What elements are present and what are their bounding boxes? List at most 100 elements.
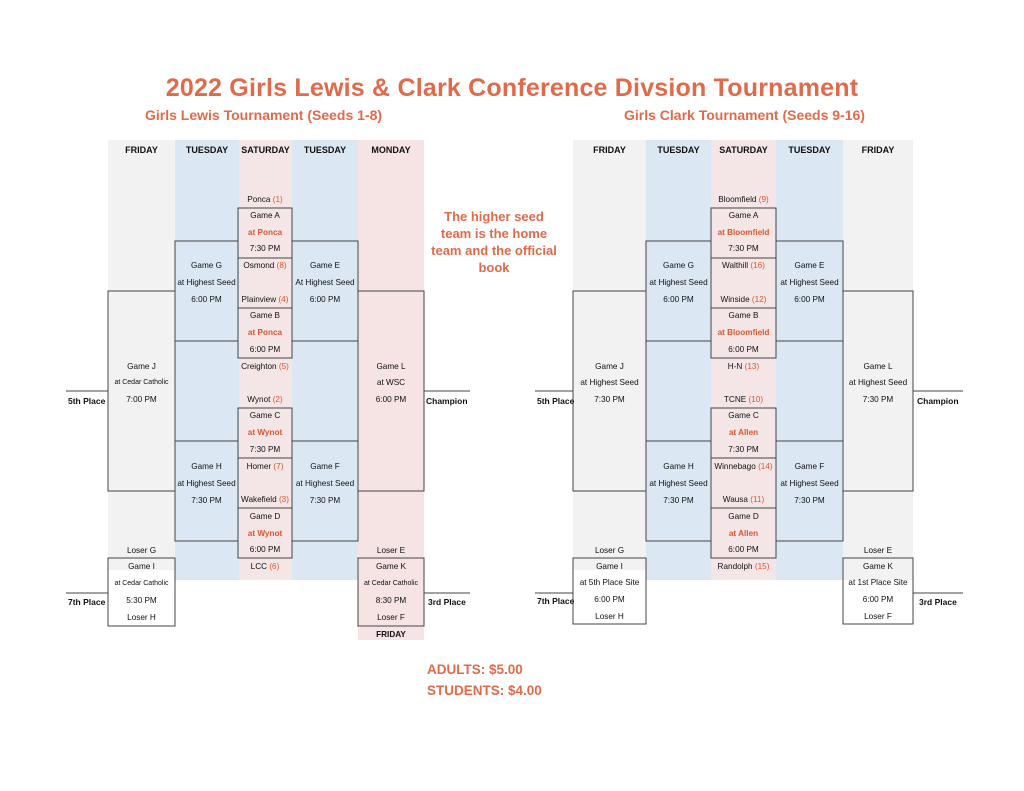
clark-game-d-time: 6:00 PM [728,545,759,554]
clark-day-header: SATURDAY [719,145,768,155]
clark-3rd-place-label: 3rd Place [919,597,957,607]
clark-game-k-box [842,557,914,625]
clark-game-d-site: at Allen [728,529,759,538]
lewis-game-j-box [107,290,176,492]
clark-game-e-name: Game E [794,261,825,270]
lewis-game-h-site: at Highest Seed [177,479,236,488]
clark-col-saturday-bg [711,140,776,580]
clark-game-a-box [710,207,777,259]
clark-game-k-name: Game K [862,562,894,571]
clark-game-a-team2: Walthill (16) [722,261,765,270]
clark-day-header: TUESDAY [657,145,700,155]
lewis-col-tuesday2-bg [292,140,358,580]
lewis-3rd-place-label: 3rd Place [428,597,466,607]
lewis-game-j-site: at Cedar Catholic [114,379,169,386]
clark-game-c-box [710,407,777,459]
lewis-game-e-time: 6:00 PM [309,295,341,304]
lewis-game-l-site: at WSC [376,378,406,387]
lewis-game-l-name: Game L [376,362,406,371]
lewis-game-i-bottom: Loser H [127,613,156,622]
clark-game-c-team1: TCNE (10) [723,395,764,404]
clark-day-header: FRIDAY [593,145,626,155]
clark-game-e-box [775,240,844,342]
lewis-game-i-box [107,557,176,627]
clark-game-f-name: Game F [794,462,825,471]
lewis-game-a-time: 7:30 PM [249,244,281,253]
lewis-game-k-site: at Cedar Catholic [363,580,419,587]
lewis-game-b-team2: Creighton (5) [241,362,289,371]
clark-col-tuesday-bg [646,140,711,580]
clark-game-i-top: Loser G [594,546,625,555]
clark-game-k-top: Loser E [863,546,893,555]
lewis-game-e-box [291,240,359,342]
clark-game-d-team1: Wausa (11) [722,495,765,504]
clark-game-a-time: 7:30 PM [728,244,759,253]
lewis-game-k-time: 8:30 PM [375,596,407,605]
lewis-day-header: SATURDAY [241,145,290,155]
clark-game-i-time: 6:00 PM [594,595,625,604]
lewis-subtitle: Girls Lewis Tournament (Seeds 1-8) [145,107,383,123]
clark-game-e-time: 6:00 PM [794,295,825,304]
lewis-game-d-team2: LCC (6) [250,562,280,571]
lewis-game-g-time: 6:00 PM [191,295,222,304]
clark-game-a-team1: Bloomfield (9) [718,195,769,204]
clark-game-h-site: at Highest Seed [649,479,708,488]
clark-day-header: FRIDAY [861,145,895,155]
clark-game-f-site: at Highest Seed [780,479,839,488]
lewis-game-a-team2: Osmond (8) [243,261,287,270]
clark-game-c-time: 7:30 PM [728,445,759,454]
page-title: 2022 Girls Lewis & Clark Conference Divs… [165,74,859,102]
adult-price: ADULTS: $5.00 [427,662,523,677]
lewis-game-f-box [291,440,359,542]
lewis-game-h-time: 7:30 PM [191,496,222,505]
clark-game-h-name: Game H [663,462,694,471]
lewis-col-friday-bg [108,140,175,570]
clark-game-j-box [572,290,647,492]
lewis-game-b-site: at Ponca [247,328,283,337]
lewis-game-b-team1: Plainview (4) [241,295,289,304]
lewis-game-f-time: 7:30 PM [309,496,341,505]
clark-game-l-name: Game L [863,362,893,371]
clark-game-h-time: 7:30 PM [663,496,694,505]
clark-game-i-site: at 5th Place Site [579,578,640,587]
clark-game-d-team2: Randolph (15) [717,562,770,571]
lewis-game-c-team2: Homer (7) [246,462,284,471]
lewis-game-b-name: Game B [249,311,281,320]
lewis-game-f-name: Game F [310,462,340,471]
lewis-game-h-box [174,440,239,542]
lewis-game-a-name: Game A [250,211,280,220]
clark-game-g-box [645,240,712,342]
clark-day-header: TUESDAY [788,145,831,155]
clark-game-c-site: at Allen [728,428,759,437]
lewis-game-c-time: 7:30 PM [249,445,281,454]
clark-game-i-box [572,557,647,625]
lewis-champion-label: Champion [426,396,468,406]
clark-game-a-name: Game A [728,211,759,220]
clark-game-l-box [842,290,914,492]
lewis-game-l-box [357,290,425,492]
lewis-game-k-box [357,557,425,627]
lewis-game-i-name: Game I [128,562,155,571]
clark-5th-place-label: 5th Place [537,396,575,406]
clark-champion-label: Champion [917,396,959,406]
clark-game-l-site: at Highest Seed [848,378,908,387]
clark-game-f-box [775,440,844,542]
lewis-game-i-time: 5:30 PM [126,596,157,605]
clark-subtitle: Girls Clark Tournament (Seeds 9-16) [624,107,865,123]
lewis-game-i-site: at Cedar Catholic [114,580,169,587]
clark-game-d-name: Game D [728,512,759,521]
clark-game-e-site: at Highest Seed [780,278,839,287]
clark-game-j-site: at Highest Seed [580,378,639,387]
clark-game-k-bottom: Loser F [864,612,892,621]
clark-game-g-name: Game G [663,261,694,270]
lewis-game-d-name: Game D [249,512,281,521]
clark-game-b-team2: H-N (13) [727,362,760,371]
lewis-day-header: FRIDAY [125,145,158,155]
clark-game-i-name: Game I [596,562,623,571]
lewis-day-header: TUESDAY [303,145,347,155]
clark-game-j-time: 7:30 PM [594,395,625,404]
lewis-game-k-top: Loser E [376,546,406,555]
lewis-game-j-name: Game J [127,362,156,371]
lewis-game-k-bottom: Loser F [377,613,405,622]
